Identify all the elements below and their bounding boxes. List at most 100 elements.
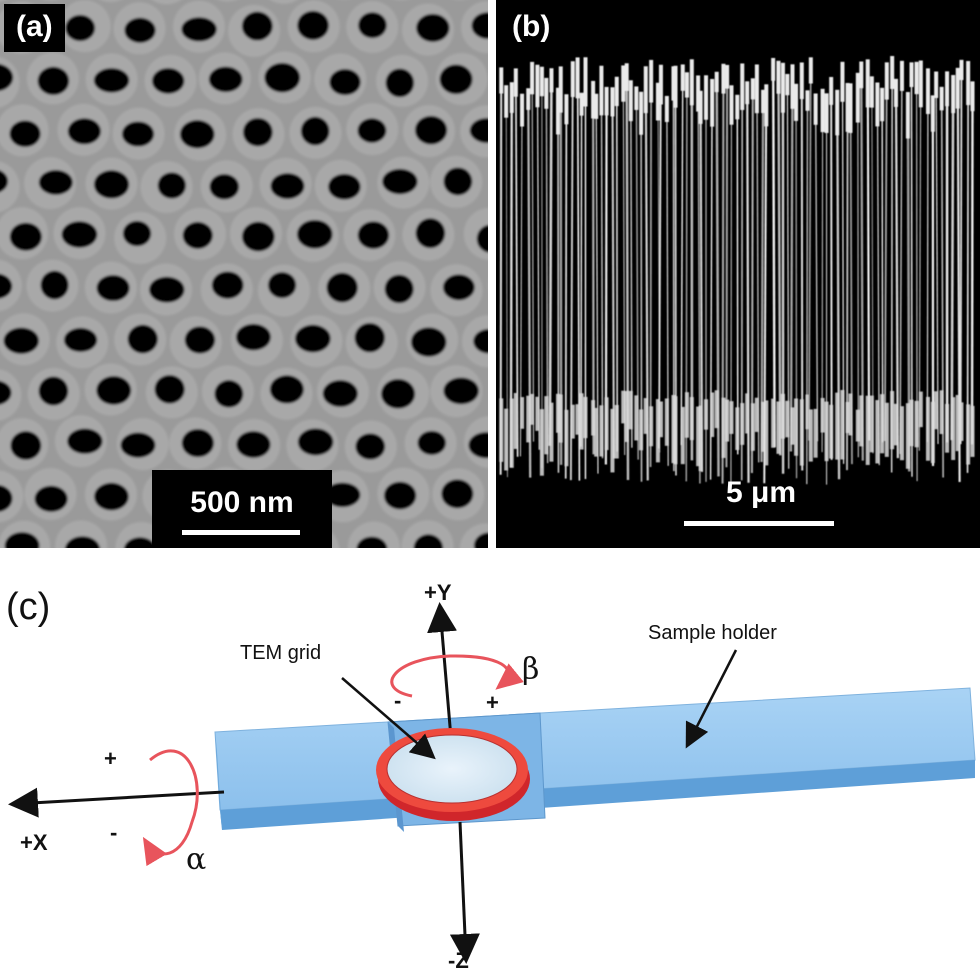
nanowire-base bbox=[934, 391, 939, 430]
nanowire-base bbox=[704, 399, 709, 430]
nanowire-tip bbox=[740, 63, 745, 110]
nanowire-tip bbox=[634, 86, 639, 110]
pore bbox=[296, 219, 333, 249]
nanowire-base bbox=[829, 404, 834, 459]
nanowire-tip bbox=[558, 66, 563, 113]
x-axis bbox=[8, 787, 225, 818]
nanowire bbox=[959, 63, 963, 445]
nanowire-base bbox=[558, 394, 563, 443]
nanowire-base bbox=[970, 405, 975, 457]
nanowire-base bbox=[579, 393, 584, 450]
tem-grid-label: TEM grid bbox=[240, 642, 322, 664]
nanowire-base bbox=[845, 401, 850, 434]
pore bbox=[10, 431, 42, 460]
pore bbox=[417, 430, 447, 455]
pore bbox=[354, 323, 386, 353]
nanowire-base bbox=[698, 405, 703, 472]
nanowire-base bbox=[735, 407, 740, 451]
nanowire bbox=[860, 65, 864, 461]
pore bbox=[473, 532, 488, 548]
nanowire-tip bbox=[526, 88, 531, 110]
pore bbox=[441, 479, 474, 509]
nanowire-tip bbox=[909, 62, 914, 88]
nanowire-tip bbox=[930, 95, 935, 132]
pore bbox=[181, 428, 214, 458]
nanowire-base bbox=[570, 404, 575, 439]
sem-image-nanowires: (b) 5 μm bbox=[496, 0, 980, 548]
nanowire-tip bbox=[914, 61, 919, 95]
sem-image-porous-template: (a) 500 nm bbox=[0, 0, 488, 548]
nanowire-base bbox=[740, 403, 745, 445]
nanowire bbox=[760, 93, 765, 463]
nanowire-tip bbox=[808, 57, 813, 84]
nanowire-base bbox=[564, 409, 569, 467]
nanowire-tip bbox=[604, 86, 609, 116]
nanowire bbox=[600, 69, 604, 459]
nanowire-base bbox=[865, 395, 870, 465]
nanowire-base bbox=[639, 409, 644, 451]
pore bbox=[96, 375, 132, 405]
nanowire bbox=[630, 84, 633, 448]
pore bbox=[121, 121, 155, 147]
scale-bar-a: 500 nm bbox=[152, 470, 332, 548]
pore bbox=[182, 221, 213, 249]
pore bbox=[38, 170, 73, 195]
pore bbox=[157, 172, 186, 199]
pore bbox=[9, 222, 42, 251]
pore bbox=[236, 431, 271, 458]
nanowire-base bbox=[526, 395, 531, 443]
nanowire-tip bbox=[575, 57, 580, 99]
nanowire bbox=[950, 79, 955, 441]
nanowire-tip bbox=[520, 93, 525, 127]
nanowire-base bbox=[754, 397, 759, 432]
pore bbox=[443, 377, 479, 405]
nanowire-base bbox=[655, 399, 660, 463]
pore bbox=[297, 428, 334, 456]
nanowire-base bbox=[855, 409, 860, 442]
alpha-minus-sign: - bbox=[110, 820, 118, 845]
nanowire-base bbox=[614, 404, 619, 459]
nanowire-base bbox=[848, 393, 853, 436]
nanowire-tip bbox=[614, 76, 619, 107]
pore bbox=[415, 218, 446, 249]
nanowire-base bbox=[764, 400, 769, 466]
nanowire-tip bbox=[925, 68, 930, 115]
pore bbox=[63, 327, 98, 352]
nanowire-tip bbox=[966, 61, 971, 106]
nanowire-tip bbox=[549, 68, 554, 93]
pore bbox=[297, 10, 329, 40]
nanowire-base bbox=[504, 408, 509, 471]
scale-bar-b-line bbox=[684, 521, 834, 526]
nanowire-tip bbox=[624, 63, 629, 91]
nanowire-base bbox=[575, 404, 580, 435]
nanowire-base bbox=[905, 403, 910, 469]
porous-pattern bbox=[0, 0, 488, 548]
nanowire-tip bbox=[845, 82, 850, 132]
nanowire-base bbox=[951, 397, 956, 461]
pore bbox=[179, 120, 215, 149]
nanowire-tip bbox=[893, 78, 898, 107]
scale-bar-b-text: 5 μm bbox=[725, 476, 797, 509]
pore bbox=[384, 274, 414, 304]
pore bbox=[471, 12, 488, 39]
nanowire-base bbox=[899, 406, 904, 461]
nanowire bbox=[531, 65, 535, 442]
nanowire-tip bbox=[639, 91, 644, 135]
nanowire-base bbox=[918, 391, 923, 428]
nanowire bbox=[918, 64, 922, 451]
nanowire-base bbox=[745, 393, 750, 434]
nanowire-base bbox=[556, 393, 561, 433]
nanowire-base bbox=[684, 392, 689, 438]
nanowire-base bbox=[914, 400, 919, 448]
nanowire-base bbox=[594, 407, 599, 457]
pore bbox=[94, 482, 129, 511]
pore bbox=[211, 271, 244, 299]
nanowire-tip bbox=[865, 59, 870, 108]
nanowire-tip bbox=[673, 65, 678, 108]
nanowire-tip bbox=[621, 65, 626, 102]
nanowire-tip bbox=[771, 57, 776, 81]
pore bbox=[473, 329, 488, 354]
nanowire-base bbox=[925, 396, 930, 461]
nanowire-tip bbox=[776, 60, 781, 94]
pore bbox=[355, 433, 386, 460]
